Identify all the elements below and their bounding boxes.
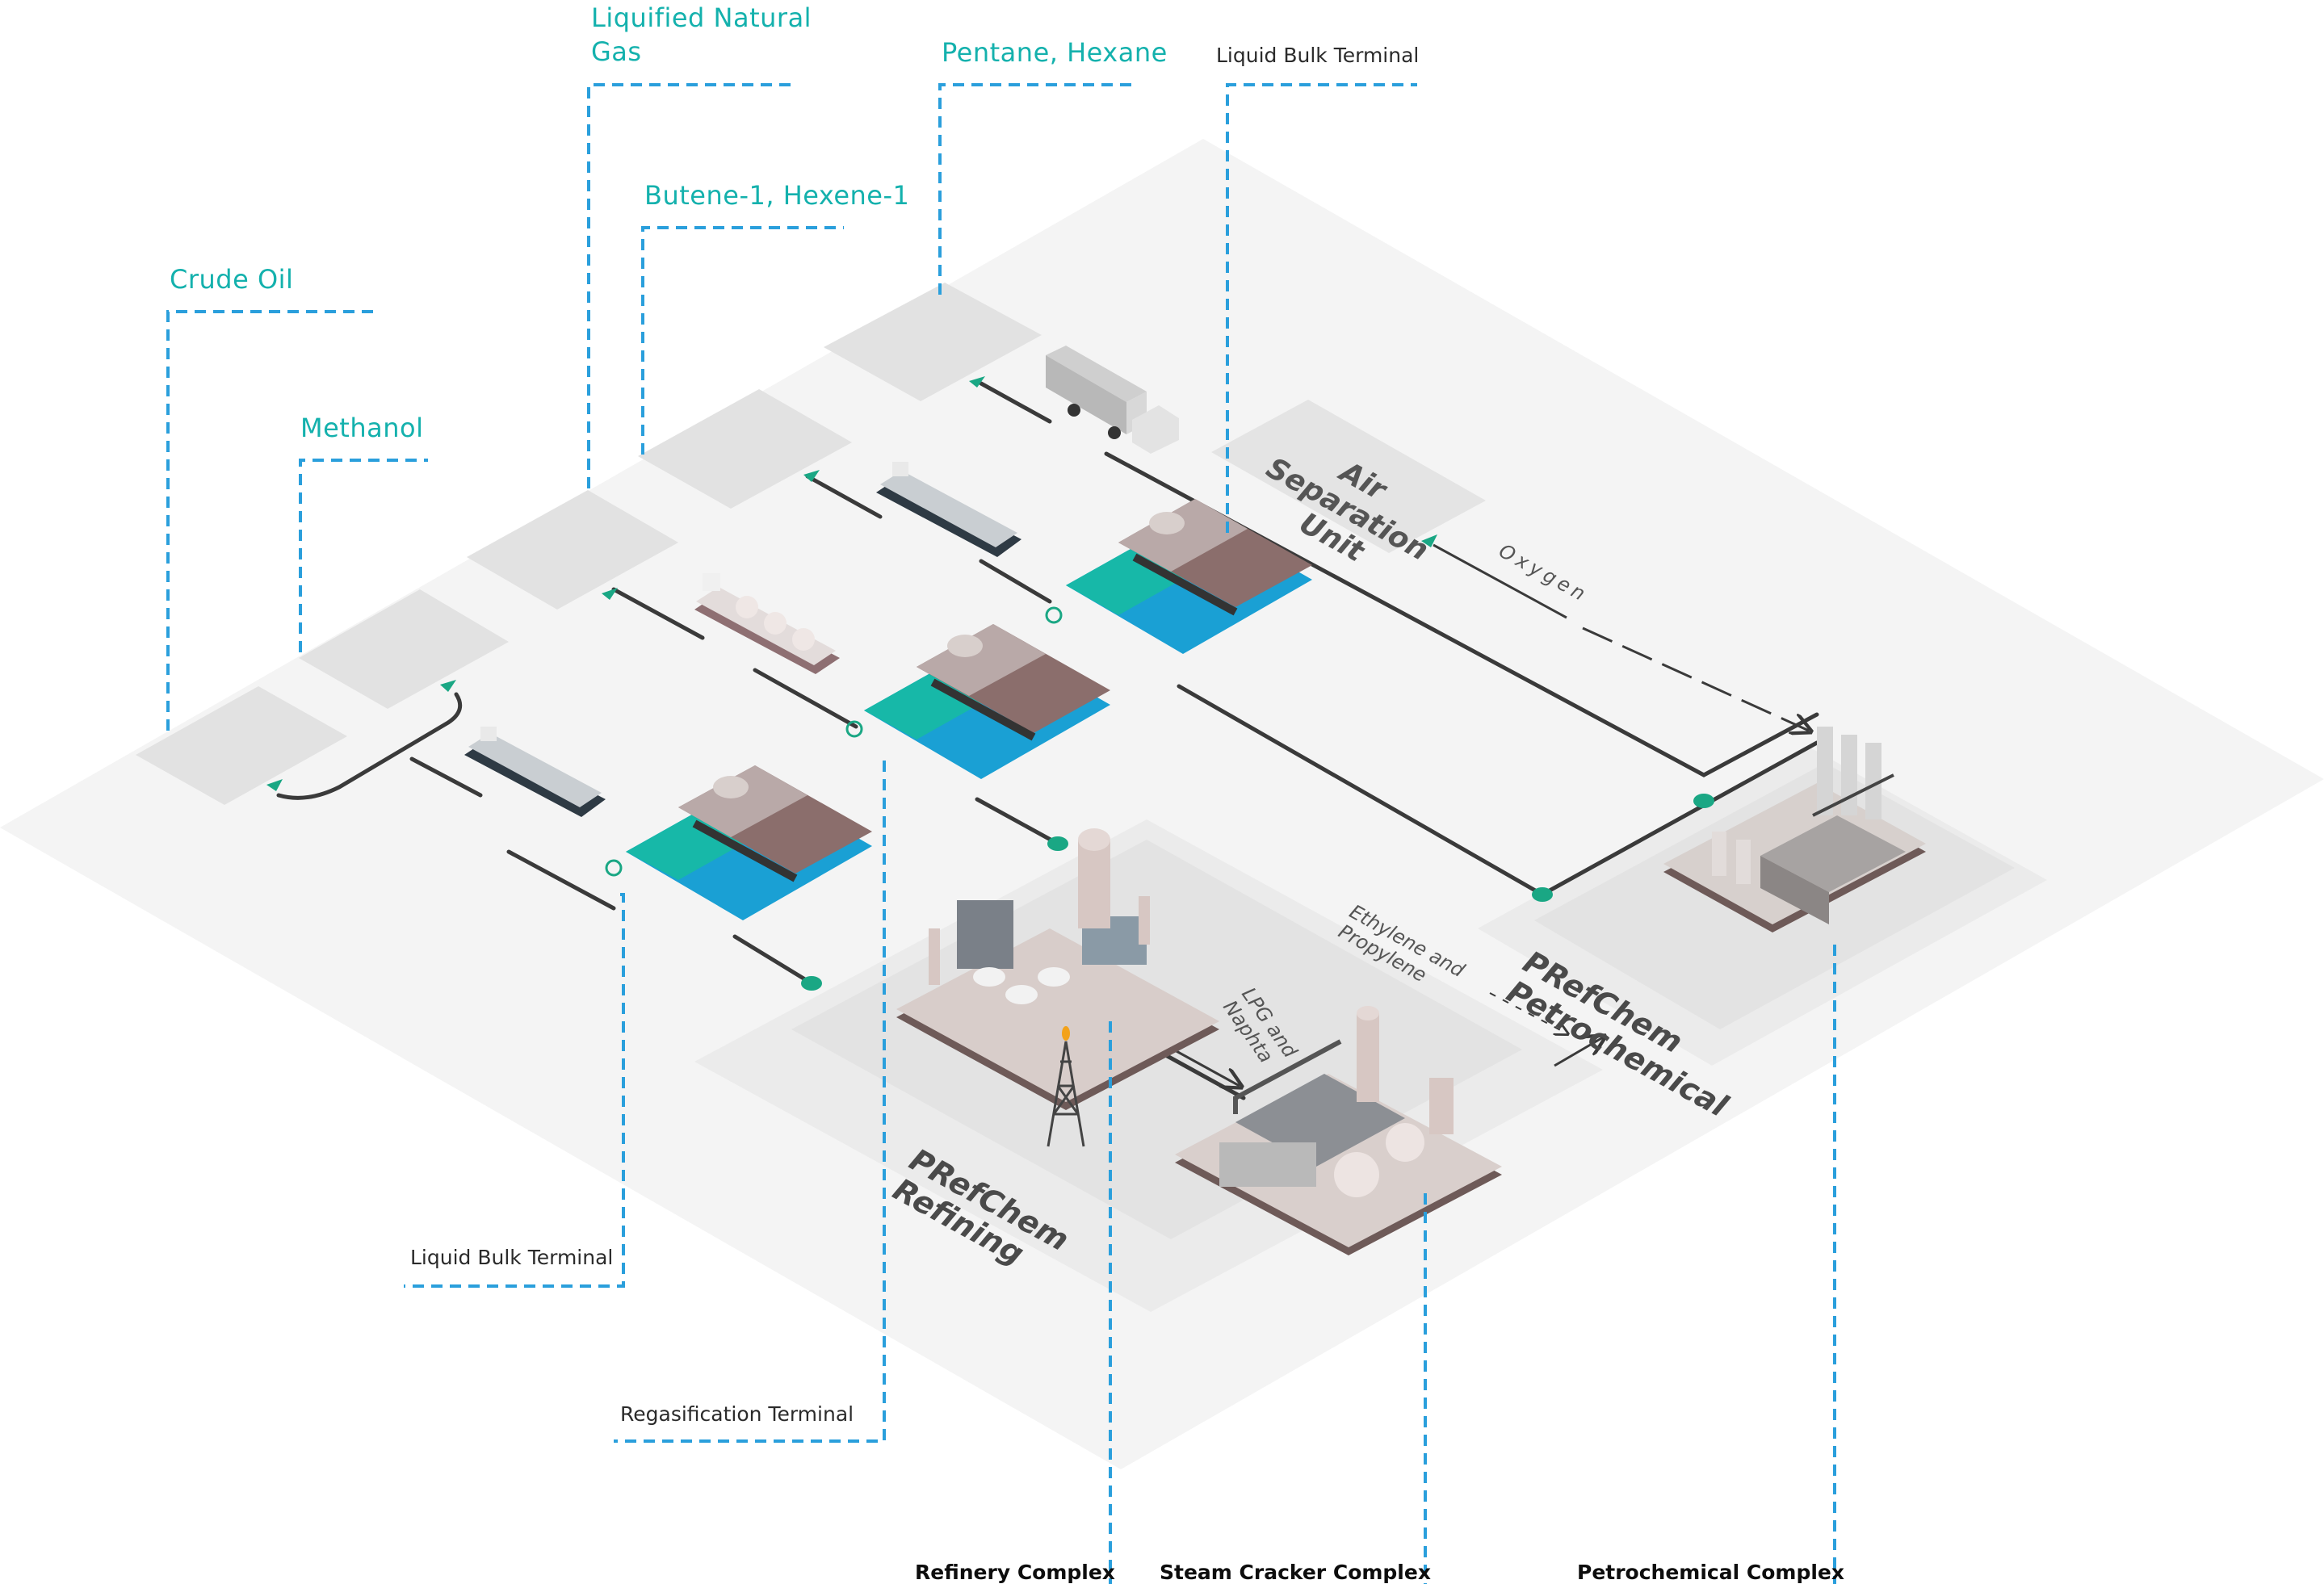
jetty-terminal-icon [626, 765, 872, 920]
tanker-ship-icon [876, 462, 1021, 557]
refinery-complex-label: Refinery Complex [915, 1561, 1115, 1584]
lng-carrier-icon [694, 573, 840, 674]
pentane-hexane-label: Pentane, Hexane [942, 37, 1168, 68]
junction-nodes [605, 606, 1714, 991]
callout-leaders [166, 83, 1836, 1584]
flow-start-markers [266, 376, 1437, 791]
berth-pads [136, 283, 1042, 805]
regasification-terminal-label: Regasification Terminal [620, 1402, 854, 1426]
methanol-label: Methanol [300, 413, 424, 443]
flare-tower-icon [1047, 1026, 1085, 1147]
lng-label-line1: Liquified Natural [591, 2, 812, 33]
asu-pad [1211, 400, 1486, 553]
steam-cracker-complex-label: Steam Cracker Complex [1160, 1561, 1431, 1584]
pipelines [276, 381, 1819, 1100]
jetty-terminal-icon [1066, 499, 1312, 654]
ground-platform [0, 139, 2324, 1469]
butene-hexene-label: Butene-1, Hexene-1 [644, 180, 910, 211]
truck-icon [1046, 346, 1179, 454]
liquid-bulk-terminal-left-label: Liquid Bulk Terminal [410, 1246, 614, 1269]
tanker-ship-icon [464, 727, 606, 817]
petrochemical-plant-icon [1663, 727, 1926, 932]
liquid-bulk-terminal-top-label: Liquid Bulk Terminal [1216, 44, 1420, 67]
lng-label-line2: Gas [591, 36, 642, 67]
petrochemical-complex-label: Petrochemical Complex [1577, 1561, 1845, 1584]
ethylene-flow-arrow [1489, 992, 1603, 1067]
crude-oil-label: Crude Oil [170, 264, 294, 295]
oxygen-flow-arrow [1433, 543, 1809, 731]
refinery-plant-icon [896, 828, 1219, 1110]
steam-cracker-icon [1175, 1006, 1502, 1255]
jetty-terminal-icon [864, 624, 1110, 779]
